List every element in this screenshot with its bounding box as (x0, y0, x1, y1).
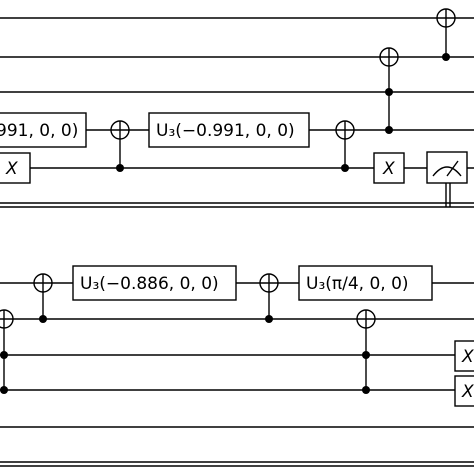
cnot-gate (335, 120, 355, 172)
control-dot-icon (0, 386, 8, 394)
u3-gate-label: 991, 0, 0) (0, 121, 78, 141)
circuit-row-bottom: U₃(−0.886, 0, 0) U₃(π/4, 0, 0) X (0, 265, 474, 467)
x-gate-label: X (461, 382, 474, 402)
cnot-gate (259, 273, 279, 323)
cnot-gate (110, 120, 130, 172)
x-gate-label: X (461, 347, 474, 367)
control-dot-icon (39, 315, 47, 323)
u3-gate-label: U₃(−0.886, 0, 0) (80, 274, 219, 294)
u3-gate-label: U₃(π/4, 0, 0) (306, 274, 409, 294)
toffoli-gate (379, 47, 399, 134)
control-dot-icon (362, 386, 370, 394)
x-gate: X (373, 152, 405, 184)
control-dot-icon (0, 351, 8, 359)
x-gate: X (454, 340, 474, 372)
control-dot-icon (442, 53, 450, 61)
x-gate-label: X (5, 159, 18, 179)
control-dot-icon (362, 351, 370, 359)
x-gate: X (0, 152, 31, 184)
toffoli-gate (0, 309, 14, 394)
cnot-gate (436, 8, 456, 61)
control-dot-icon (341, 164, 349, 172)
u3-gate-label: U₃(−0.991, 0, 0) (156, 121, 295, 141)
x-gate-label: X (382, 159, 395, 179)
control-dot-icon (116, 164, 124, 172)
u3-gate: U₃(−0.991, 0, 0) (148, 112, 310, 148)
control-dot-icon (265, 315, 273, 323)
meter-icon (432, 166, 462, 177)
u3-gate: 991, 0, 0) (0, 112, 87, 148)
x-gate: X (454, 375, 474, 407)
measurement-gate (426, 151, 468, 207)
cnot-gate (33, 273, 53, 323)
control-dot-icon (385, 126, 393, 134)
circuit-row-top: 991, 0, 0) X U₃(−0.991, 0, 0) (0, 8, 474, 208)
control-dot-icon (385, 88, 393, 96)
u3-gate: U₃(π/4, 0, 0) (298, 265, 433, 301)
u3-gate: U₃(−0.886, 0, 0) (72, 265, 237, 301)
toffoli-gate (356, 309, 376, 394)
